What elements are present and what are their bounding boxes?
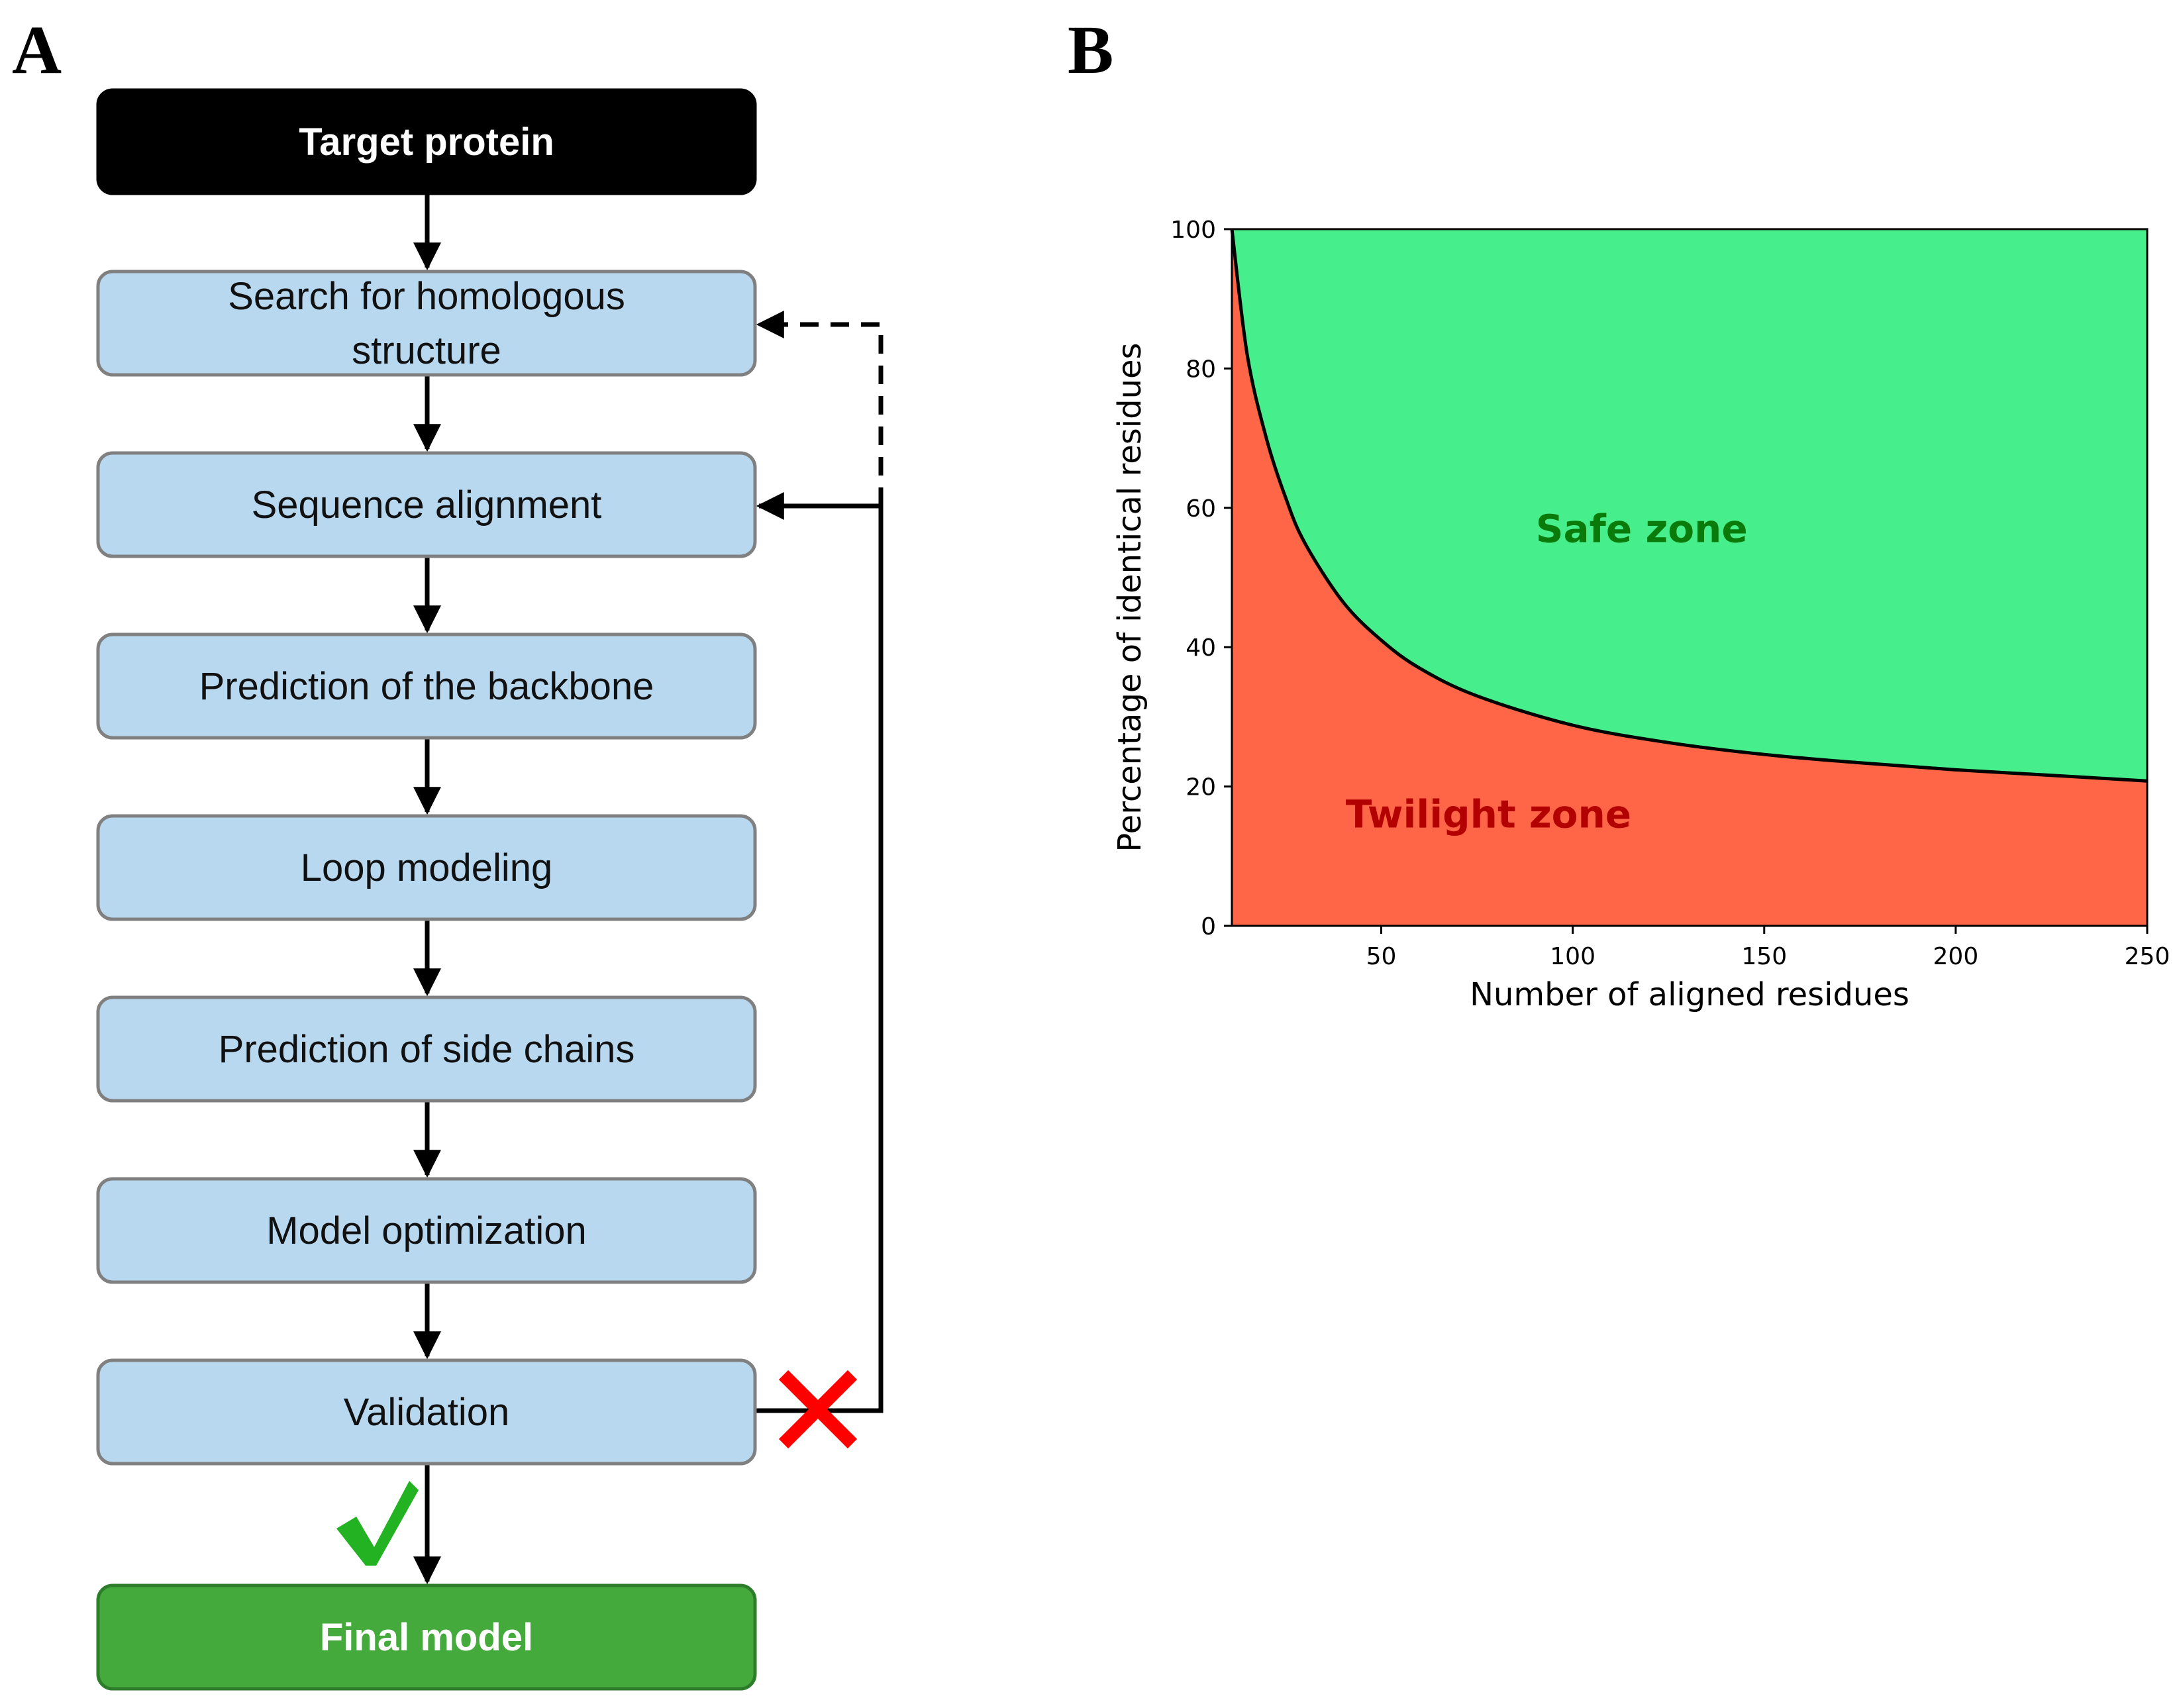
step-alignment: Sequence alignment [96, 451, 757, 558]
y-tick-label: 40 [1186, 634, 1216, 662]
step-final-box [96, 1583, 757, 1691]
feedback-loop [755, 311, 884, 1413]
step-loop-label: Loop modeling [301, 846, 553, 889]
x-tick-label: 250 [2125, 943, 2170, 970]
step-target: Target protein [96, 88, 757, 195]
y-tick-label: 20 [1186, 774, 1216, 801]
feedback-dashed-arrow-to-search [756, 311, 884, 506]
boundary-curve [1230, 228, 2148, 783]
y-tick-label: 60 [1186, 495, 1216, 523]
step-target-label: Target protein [299, 121, 554, 164]
panel-a-letter: A [12, 12, 62, 88]
x-tick-label: 50 [1366, 943, 1397, 970]
step-alignment-box [96, 451, 757, 558]
step-search-label: structure [352, 329, 501, 372]
checkmark-icon [336, 1481, 419, 1566]
panel-b-letter: B [1068, 12, 1113, 88]
feedback-solid-line [755, 506, 884, 1413]
step-backbone: Prediction of the backbone [96, 632, 757, 740]
x-tick-label: 200 [1933, 943, 1979, 970]
step-backbone-label: Prediction of the backbone [199, 665, 654, 708]
y-tick-label: 80 [1186, 356, 1216, 383]
plot-frame [1231, 228, 2149, 927]
x-tick-label: 150 [1741, 943, 1787, 970]
step-target-box [96, 88, 757, 195]
safe-zone-label: Safe zone [1536, 506, 1748, 551]
x-axis-label: Number of aligned residues [1470, 976, 1909, 1013]
step-validation-label: Validation [344, 1391, 509, 1434]
step-alignment-label: Sequence alignment [252, 483, 602, 527]
step-sidechains-box [96, 995, 757, 1103]
cross-icon [778, 1370, 858, 1449]
step-optimization-label: Model optimization [266, 1209, 587, 1252]
y-tick-label: 100 [1170, 217, 1216, 244]
step-sidechains: Prediction of side chains [96, 995, 757, 1103]
step-loop: Loop modeling [96, 814, 757, 921]
step-search-box [96, 270, 757, 377]
step-final-label: Final model [320, 1616, 533, 1659]
x-tick-label: 100 [1550, 943, 1595, 970]
step-search: Search for homologous structure [96, 270, 757, 377]
step-search-label: Search for homologous [228, 275, 625, 318]
step-loop-box [96, 814, 757, 921]
y-axis-label: Percentage of identical residues [1111, 342, 1148, 852]
y-tick-label: 0 [1201, 913, 1216, 940]
step-optimization-box [96, 1177, 757, 1284]
step-final: Final model [96, 1583, 757, 1691]
step-validation-box [96, 1358, 757, 1466]
step-optimization: Model optimization [96, 1177, 757, 1284]
step-validation: Validation [96, 1358, 757, 1466]
twilight-zone-area [1232, 229, 2147, 926]
step-backbone-box [96, 632, 757, 740]
twilight-zone-label: Twilight zone [1346, 792, 1631, 837]
step-sidechains-label: Prediction of side chains [219, 1028, 635, 1071]
safe-zone-area [1232, 229, 2147, 781]
